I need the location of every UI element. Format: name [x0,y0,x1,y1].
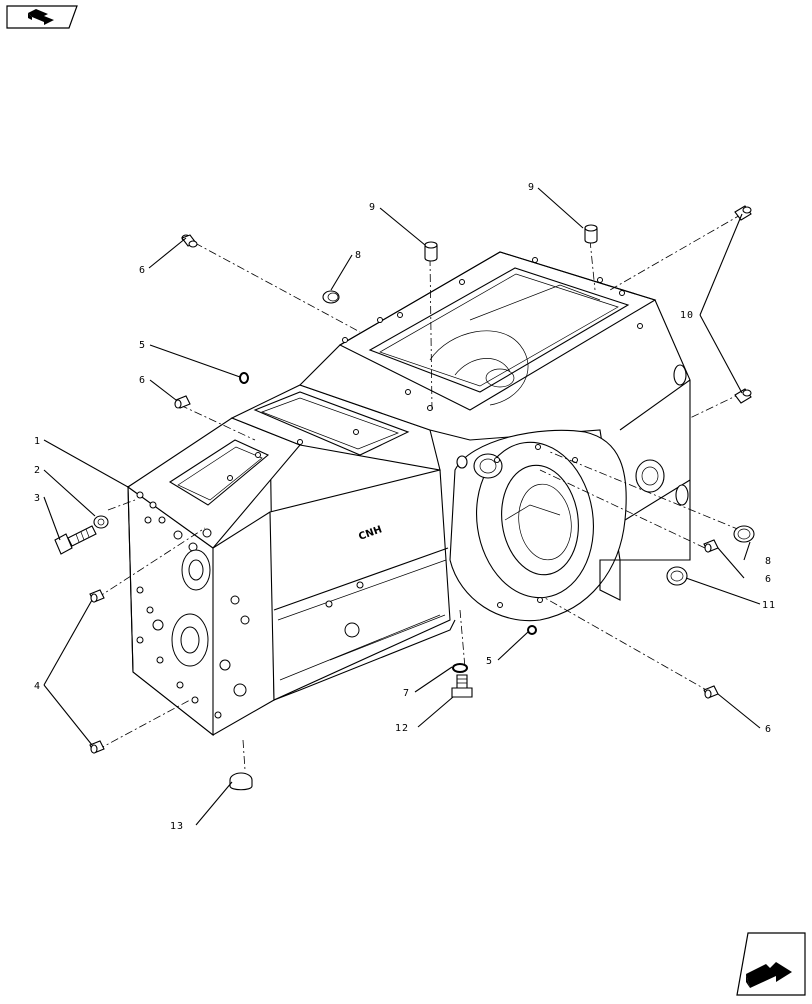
callout-6: 6 [765,724,772,735]
callout-5: 5 [139,340,146,351]
callout-9: 9 [369,202,376,213]
dowel-4-upper [89,589,105,603]
dowel-pin-6-mid [174,395,191,409]
leader-lines [43,187,761,826]
assembly-lines [96,213,743,771]
next-page-arrow-icon [746,962,792,988]
o-ring-5-lower [527,625,537,635]
callout-12: 12 [395,723,409,734]
flange-bolt-holes [227,257,643,638]
pin-9-left [424,241,438,262]
callout-5: 5 [486,656,493,667]
seal-8-right [733,525,755,543]
callout-8: 8 [765,556,772,567]
next-page-button[interactable] [736,932,806,996]
plug-8-top [322,290,340,304]
callout-4: 4 [34,681,41,692]
callout-2: 2 [34,465,41,476]
dowel-4-lower [89,740,105,754]
callout-11: 11 [762,600,776,611]
dowel-pin-6-top [181,234,198,248]
drain-plug-12 [451,674,473,698]
callout-labels: 6 8 9 9 10 5 6 1 2 3 4 13 7 12 5 8 6 11 … [34,182,776,832]
previous-page-arrow-icon [28,9,54,25]
callout-8: 8 [355,250,362,261]
front-face-holes [136,491,250,719]
callout-6: 6 [139,265,146,276]
bolt-3 [54,525,97,555]
small-parts [54,205,755,791]
o-ring-7 [452,663,468,673]
callout-6: 6 [765,574,772,585]
dowel-10-lower [734,388,752,404]
callout-3: 3 [34,493,41,504]
plug-13 [229,772,253,791]
callout-10: 10 [680,310,694,321]
ring-11 [666,566,688,586]
dowel-pin-6-lower [703,685,719,699]
pin-9-right [584,224,598,244]
dowel-pin-6-right [703,539,719,553]
callout-9: 9 [528,182,535,193]
o-ring-5-upper [239,372,249,384]
callout-6: 6 [139,375,146,386]
callout-13: 13 [170,821,184,832]
washer-2 [93,515,109,529]
callout-1: 1 [34,436,41,447]
previous-page-button[interactable] [6,5,78,29]
callout-7: 7 [403,688,410,699]
dowel-10-upper [734,205,752,221]
transmission-housing: CNH [127,251,691,737]
